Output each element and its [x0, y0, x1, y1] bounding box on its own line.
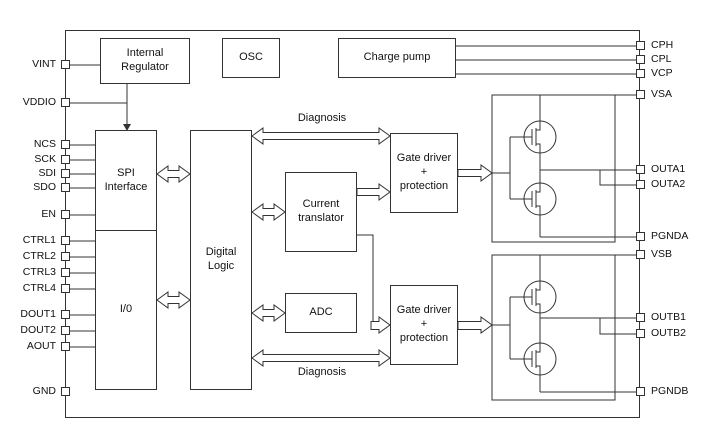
charge-pump-wires: [456, 45, 640, 75]
pin-label-pgndb: PGNDB: [651, 385, 689, 397]
pin-label-en: EN: [41, 208, 56, 220]
pin-label-outa2: OUTA2: [651, 178, 686, 190]
arrow-gatedriver-b-bridge: [457, 316, 493, 334]
pin-label-pgnda: PGNDA: [651, 230, 689, 242]
pin-label-cph: CPH: [651, 39, 674, 51]
block-spi-interface: SPI Interface: [96, 131, 156, 231]
arrow-diagnosis-bottom: [251, 349, 391, 367]
block-gate-driver-b: Gate driver + protection: [390, 285, 458, 365]
block-current-translator: Current translator: [285, 172, 357, 252]
pin-ctrl3: [61, 268, 70, 277]
left-pin-wires: [65, 64, 128, 348]
pin-label-sdo: SDO: [33, 181, 56, 193]
half-bridge-a: [491, 94, 640, 243]
pin-label-dout2: DOUT2: [20, 324, 56, 336]
pin-ctrl4: [61, 284, 70, 293]
pin-label-gnd: GND: [32, 385, 56, 397]
pin-label-outb1: OUTB1: [651, 311, 687, 323]
pin-vcp: [636, 69, 645, 78]
pin-label-vsa: VSA: [651, 88, 673, 100]
pin-label-ctrl4: CTRL4: [22, 282, 56, 294]
pin-label-outa1: OUTA1: [651, 163, 686, 175]
pin-dout1: [61, 310, 70, 319]
mosfet-b-low-icon: [523, 342, 557, 376]
arrow-translator-gatedriver-a: [356, 183, 391, 201]
pin-vsa: [636, 90, 645, 99]
pin-label-vcp: VCP: [651, 67, 673, 79]
pin-aout: [61, 342, 70, 351]
pin-ctrl2: [61, 252, 70, 261]
pin-pgnda: [636, 232, 645, 241]
pin-label-aout: AOUT: [26, 340, 56, 352]
pin-label-sdi: SDI: [38, 167, 56, 179]
pin-dout2: [61, 326, 70, 335]
pin-sck: [61, 155, 70, 164]
diagnosis-label-bottom: Diagnosis: [297, 366, 347, 378]
regulator-to-spi-arrowhead: [123, 124, 131, 131]
pin-label-sck: SCK: [34, 153, 56, 165]
pin-label-vddio: VDDIO: [22, 96, 56, 108]
arrow-gatedriver-a-bridge: [457, 164, 493, 182]
pin-cph: [636, 41, 645, 50]
pin-en: [61, 210, 70, 219]
pin-label-ctrl3: CTRL3: [22, 266, 56, 278]
pin-pgndb: [636, 387, 645, 396]
pin-gnd: [61, 387, 70, 396]
arrow-digital-translator: [251, 203, 286, 221]
mosfet-a-low-icon: [523, 182, 557, 216]
pin-label-cpl: CPL: [651, 53, 672, 65]
block-spi-io: SPI Interface I/0: [95, 130, 157, 390]
pin-vddio: [61, 98, 70, 107]
block-internal-regulator: Internal Regulator: [100, 38, 190, 84]
pin-label-vint: VINT: [32, 58, 56, 70]
arrow-io-digital: [156, 291, 191, 309]
pin-label-outb2: OUTB2: [651, 327, 687, 339]
pin-sdi: [61, 169, 70, 178]
pin-outb2: [636, 329, 645, 338]
pin-label-vsb: VSB: [651, 248, 673, 260]
pin-cpl: [636, 55, 645, 64]
pin-outb1: [636, 313, 645, 322]
pin-vint: [61, 60, 70, 69]
arrow-spi-digital: [156, 165, 191, 183]
pin-ctrl1: [61, 236, 70, 245]
chip-outline: [65, 30, 640, 418]
arrow-translator-gatedriver-b: [370, 316, 391, 334]
block-adc: ADC: [285, 293, 357, 333]
diagnosis-label-top: Diagnosis: [297, 112, 347, 124]
pin-label-ncs: NCS: [33, 138, 56, 150]
pin-outa2: [636, 180, 645, 189]
translator-to-gatedriver-b-wire: [357, 234, 374, 323]
block-digital-logic: Digital Logic: [190, 130, 252, 390]
pin-label-dout1: DOUT1: [20, 308, 56, 320]
pin-sdo: [61, 183, 70, 192]
pin-outa1: [636, 165, 645, 174]
mosfet-a-high-icon: [523, 120, 557, 154]
pin-vsb: [636, 250, 645, 259]
block-gate-driver-a: Gate driver + protection: [390, 133, 458, 213]
block-charge-pump: Charge pump: [338, 38, 456, 78]
pin-label-ctrl2: CTRL2: [22, 250, 56, 262]
half-bridge-b: [491, 254, 640, 401]
block-osc: OSC: [222, 38, 280, 78]
arrow-digital-adc: [251, 304, 286, 322]
mosfet-b-high-icon: [523, 280, 557, 314]
arrow-diagnosis-top: [251, 127, 391, 145]
block-io: I/0: [119, 303, 133, 316]
pin-label-ctrl1: CTRL1: [22, 234, 56, 246]
pin-ncs: [61, 140, 70, 149]
